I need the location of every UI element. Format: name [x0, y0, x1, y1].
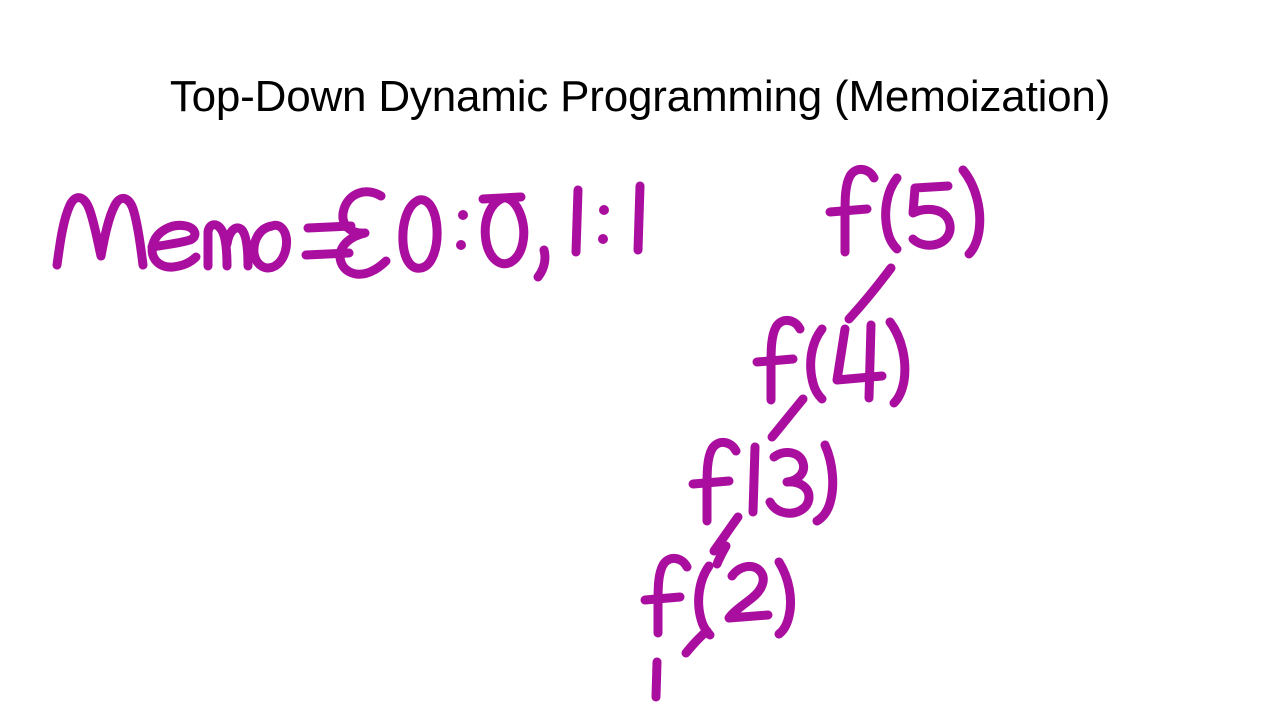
ink-glyph-o1 [249, 220, 292, 273]
call-node-text-3: f(2) [0, 0, 1, 1]
call-node-f4 [752, 316, 910, 408]
connector-f2-next [681, 626, 712, 658]
memo-line-text: Memo = { 0:0, 1:1 [0, 0, 1, 1]
ink-glyph-comma [533, 245, 550, 282]
connector-f3-f2 [709, 512, 743, 556]
call-node-text-4: 1 [0, 0, 1, 1]
ink-glyph-m [203, 220, 253, 271]
ink-glyph-colon-1 [456, 210, 468, 250]
ink-glyph-colon-2 [598, 205, 609, 244]
ink-glyph-one-value [633, 181, 645, 255]
ink-glyph-open-brace [335, 187, 391, 279]
connector-f4-f3 [767, 394, 808, 442]
ink-glyph-equals [301, 221, 356, 260]
connector-f5-f4 [844, 263, 896, 324]
ink-glyph-zero-value [478, 192, 529, 269]
call-node-text-1: f(4) [0, 0, 1, 1]
call-node-text-0: f(5) [0, 0, 1, 1]
call-node-bottom [651, 657, 662, 702]
memo-line-ink [52, 181, 645, 282]
ink-glyph-M [52, 193, 148, 270]
call-node-f2 [640, 541, 796, 640]
call-node-f3 [688, 438, 838, 526]
call-node-f5 [825, 165, 985, 259]
call-node-text-2: f(3) [0, 0, 1, 1]
ink-glyph-one-key [571, 185, 583, 257]
page-title: Top-Down Dynamic Programming (Memoizatio… [169, 72, 1111, 121]
ink-glyph-e1 [147, 220, 201, 272]
ink-glyph-zero-key [398, 195, 442, 273]
